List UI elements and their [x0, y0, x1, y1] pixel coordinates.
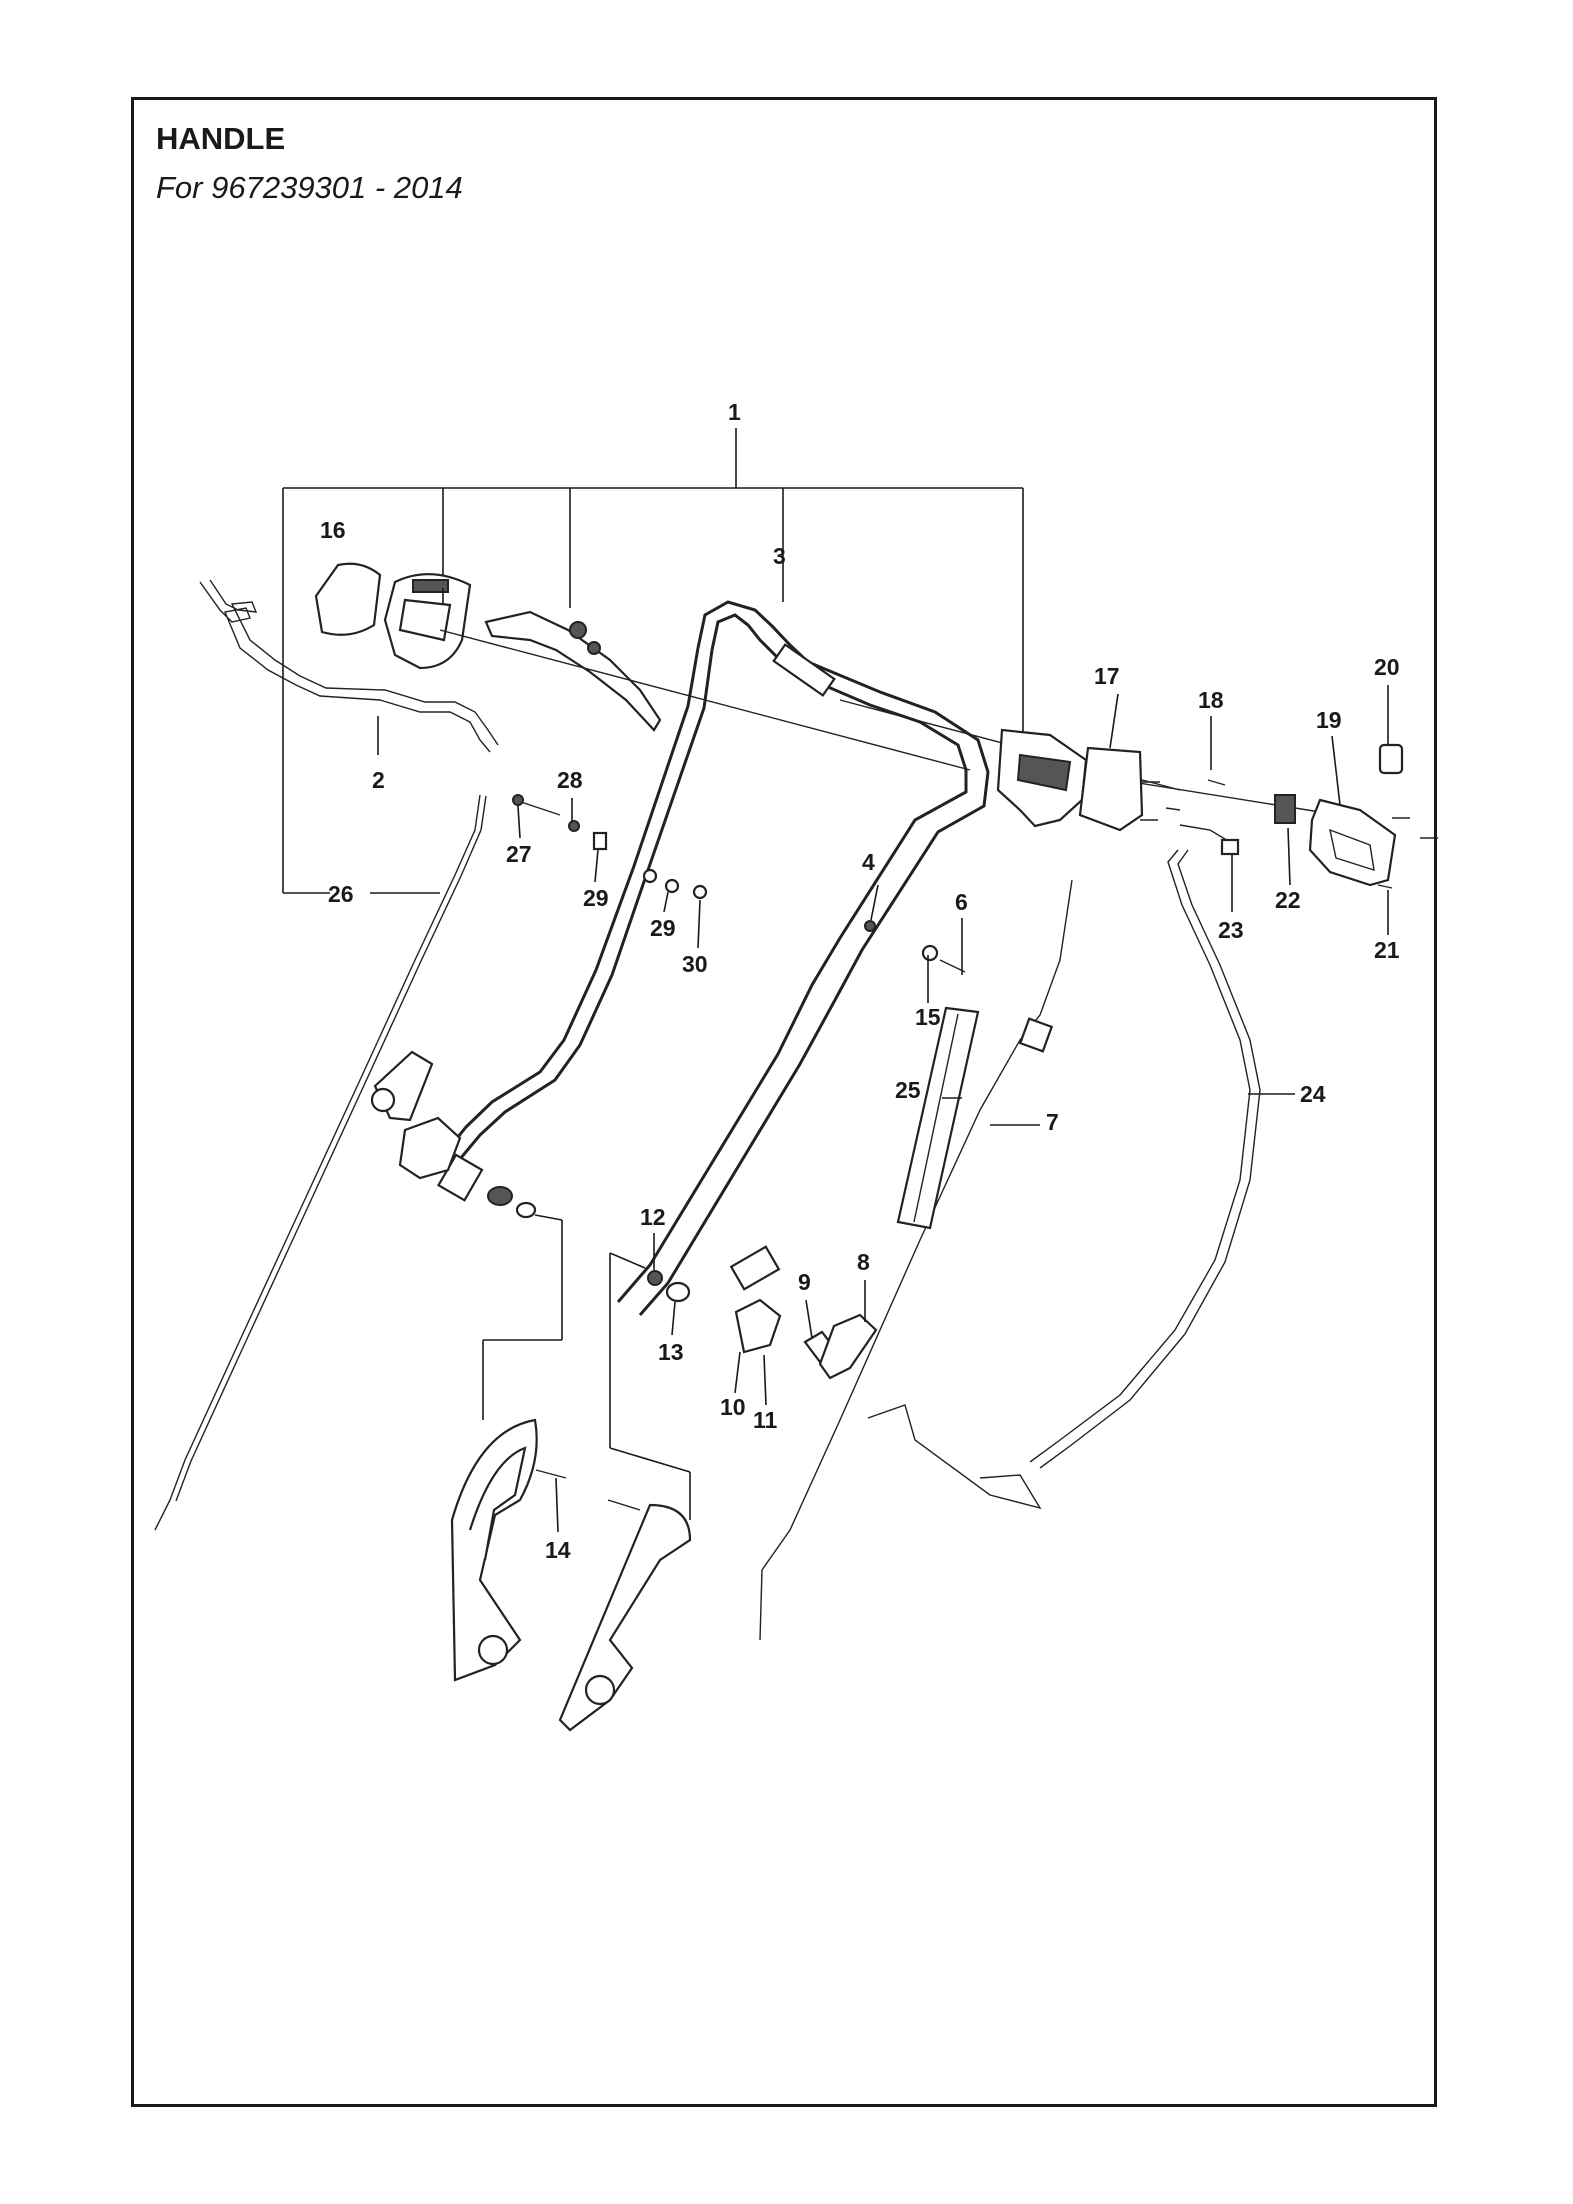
callout-label-14: 14 [545, 1537, 571, 1563]
callout-1-bracket [282, 428, 1024, 894]
bolt-parts [512, 794, 966, 973]
leader-lines [370, 685, 1389, 1533]
right-height-adjuster [609, 1252, 878, 1520]
callout-label-28: 28 [557, 767, 583, 793]
callout-label-15: 15 [915, 1004, 941, 1030]
callout-label-21: 21 [1374, 937, 1400, 963]
cross-rod [439, 629, 971, 771]
callout-label-19: 19 [1316, 707, 1342, 733]
callout-label-30: 30 [682, 951, 708, 977]
callout-label-11: 11 [753, 1407, 778, 1433]
callout-label-24: 24 [1300, 1081, 1326, 1107]
callout-label-1: 1 [728, 399, 741, 425]
cable-7 [759, 879, 1073, 1641]
channel-25 [896, 1006, 980, 1230]
callout-label-13: 13 [658, 1339, 684, 1365]
drive-lever [484, 610, 662, 732]
callout-label-18: 18 [1198, 687, 1224, 713]
callout-label-29b: 29 [650, 915, 676, 941]
callout-label-12: 12 [640, 1204, 666, 1230]
screws-right [1140, 779, 1438, 889]
small-parts-22-23 [1179, 794, 1296, 856]
callout-label-29a: 29 [583, 885, 609, 911]
cable-26 [154, 794, 481, 1531]
right-wheel-bracket [558, 1499, 692, 1732]
callout-label-16: 16 [320, 517, 346, 543]
right-bracket-19 [1308, 743, 1404, 887]
callout-label-25: 25 [895, 1077, 921, 1103]
callout-label-27: 27 [506, 841, 532, 867]
diagram-subtitle: For 967239301 - 2014 [156, 170, 463, 205]
right-switch-housing [996, 728, 1144, 832]
callout-label-23: 23 [1218, 917, 1244, 943]
callout-label-7: 7 [1046, 1109, 1059, 1135]
callout-label-20: 20 [1374, 654, 1400, 680]
callout-label-22: 22 [1275, 887, 1301, 913]
cover-16 [314, 562, 382, 636]
callout-label-8: 8 [857, 1249, 870, 1275]
callout-label-6: 6 [955, 889, 968, 915]
callout-label-10: 10 [720, 1394, 746, 1420]
callout-label-17: 17 [1094, 663, 1120, 689]
throttle-cable [199, 579, 499, 755]
callout-label-9: 9 [798, 1269, 811, 1295]
cable-24 [1029, 849, 1251, 1463]
callout-label-4: 4 [862, 849, 875, 875]
control-housing [383, 573, 472, 670]
left-height-adjuster [370, 1050, 563, 1420]
left-wheel-bracket [450, 1418, 567, 1682]
page-frame [131, 97, 1437, 2107]
callout-label-3: 3 [773, 543, 786, 569]
wire-bail [867, 1404, 1042, 1510]
diagram-title: HANDLE [156, 121, 286, 156]
callout-label-26: 26 [328, 881, 354, 907]
callout-label-2: 2 [372, 767, 385, 793]
